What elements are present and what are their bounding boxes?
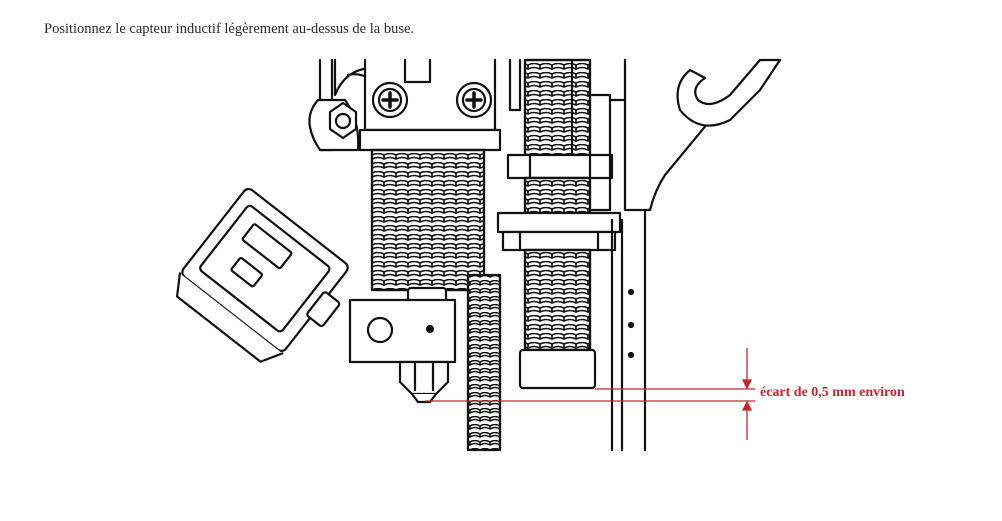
frame-hook	[676, 58, 782, 127]
gap-callout-label: écart de 0,5 mm environ	[760, 385, 905, 400]
heatbreak-thread	[370, 148, 486, 292]
screw-left-icon	[371, 81, 409, 119]
instruction-text: Positionnez le capteur inductif légèreme…	[44, 21, 415, 37]
gap-indicator	[425, 348, 755, 440]
fan-shroud	[175, 187, 349, 363]
inductive-sensor	[496, 58, 622, 390]
cable-spring	[466, 273, 502, 452]
screw-right-icon	[455, 81, 493, 119]
nozzle-block	[348, 298, 457, 364]
bracket-nut	[328, 101, 358, 140]
nozzle	[398, 360, 450, 404]
